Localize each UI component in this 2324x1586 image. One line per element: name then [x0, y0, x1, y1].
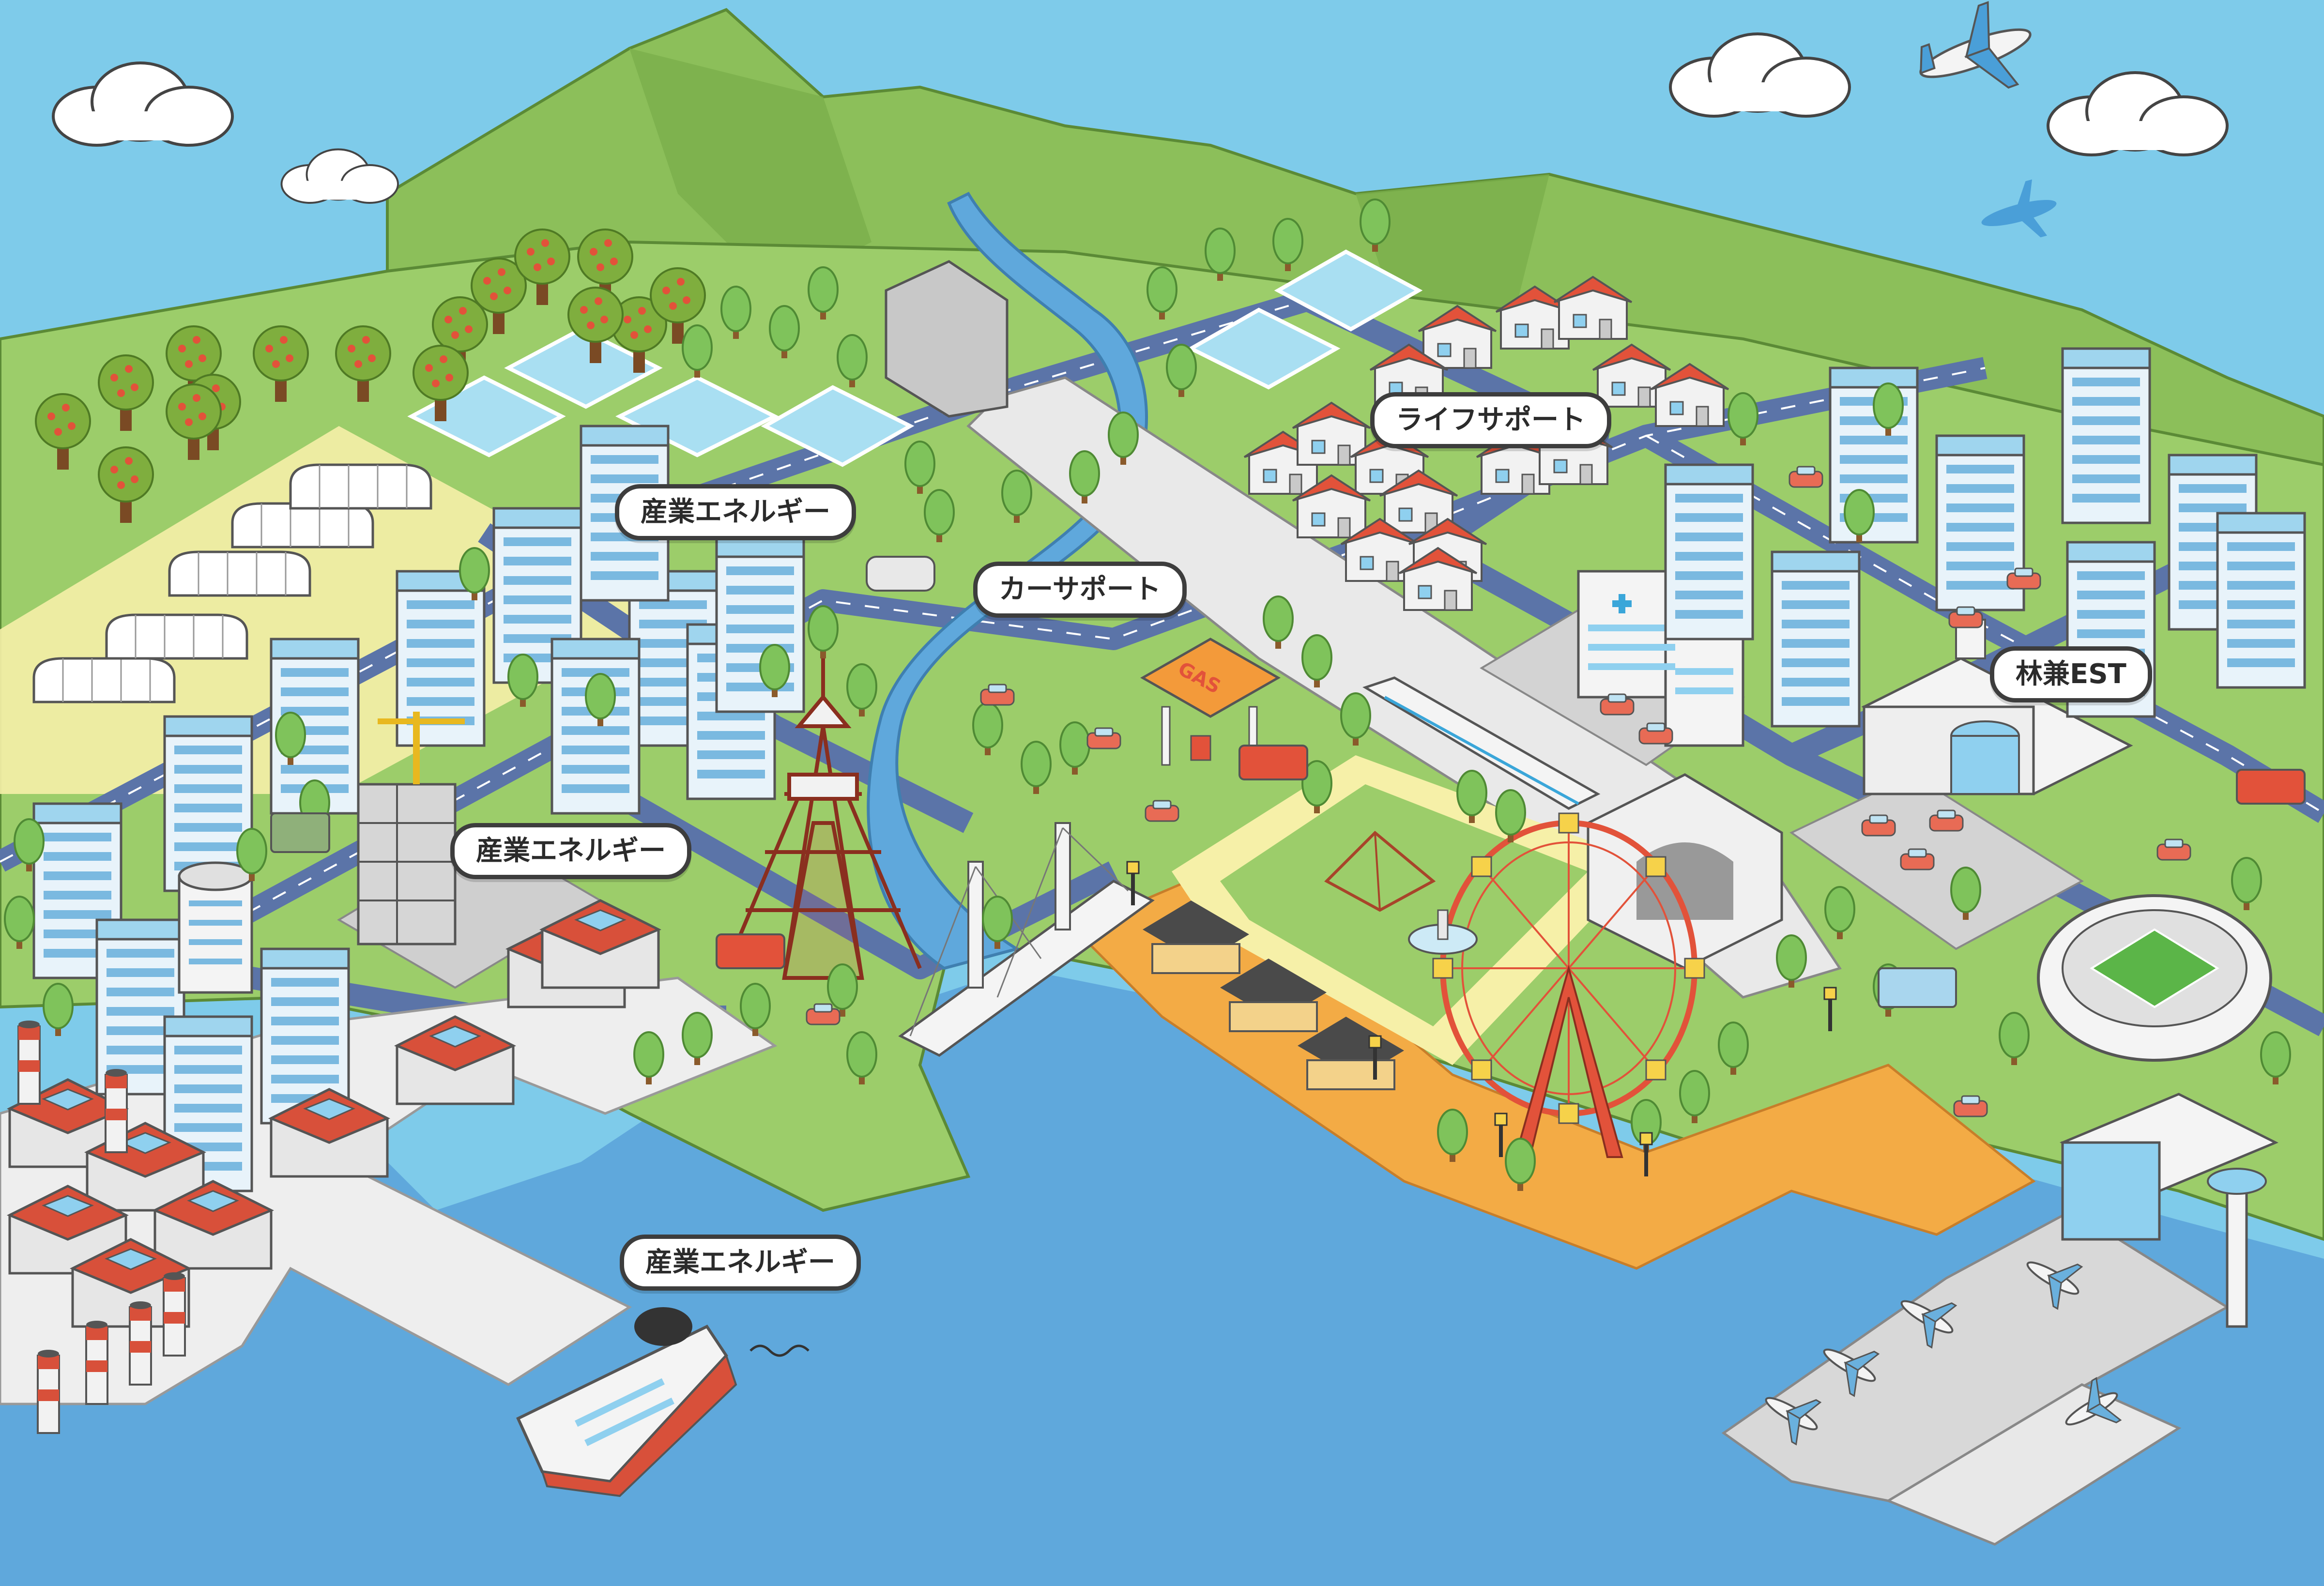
cable-bridge	[898, 822, 1155, 1057]
vehicles	[270, 466, 2306, 1117]
label-life-support[interactable]: ライフサポート	[1370, 392, 1611, 448]
flying-planes	[1919, 1, 2057, 238]
airport-terminal	[2059, 1093, 2279, 1328]
label-industry-energy-west[interactable]: 産業エネルギー	[450, 823, 691, 879]
gas-station: GAS	[1140, 638, 1281, 766]
label-rinken-est[interactable]: 林兼EST	[1990, 646, 2152, 702]
stadium	[2037, 894, 2272, 1062]
park-features	[1143, 830, 1478, 1090]
airport-pier	[1721, 1209, 2230, 1502]
hospital	[1577, 570, 1744, 747]
label-industry-energy-port[interactable]: 産業エネルギー	[620, 1235, 861, 1291]
ferris-wheel	[1432, 812, 1705, 1158]
train	[1362, 676, 1601, 810]
label-industry-energy-north[interactable]: 産業エネルギー	[615, 484, 856, 540]
cruise-ship	[516, 1307, 810, 1497]
est-building	[1861, 619, 2133, 795]
tunnels	[885, 260, 1783, 970]
left-buildings	[34, 426, 804, 1191]
label-car-support[interactable]: カーサポート	[973, 562, 1187, 618]
